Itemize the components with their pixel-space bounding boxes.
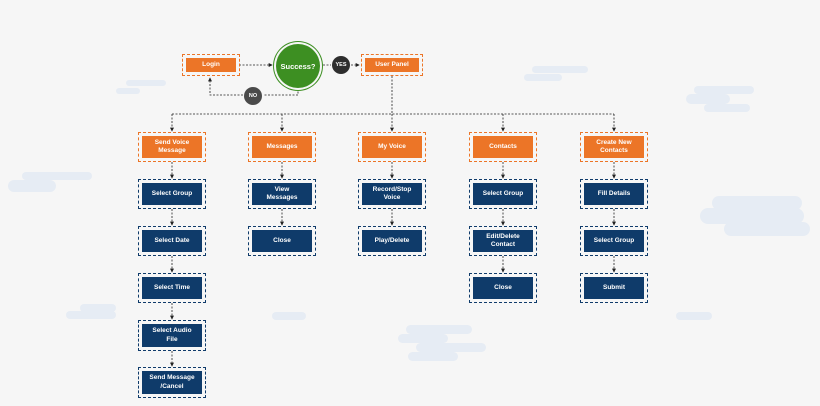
step-frame [358,179,426,209]
step-frame [138,179,206,209]
step-frame [469,226,537,256]
step-frame [580,226,648,256]
background-cloud [686,94,730,104]
step-frame [138,320,206,351]
step-frame [138,273,206,303]
step-frame [248,179,316,209]
background-cloud [406,325,472,334]
connector-no-login [208,77,243,96]
step-frame [580,179,648,209]
no-label: NO [244,87,262,105]
branch-messages: Messages [252,136,312,158]
branch-frame [580,132,648,162]
connector-success-no [263,88,299,96]
branch-contacts: Contacts [473,136,533,158]
background-cloud [676,312,712,320]
background-cloud [724,222,810,236]
background-cloud [416,343,486,352]
login-frame [182,54,240,76]
background-cloud [272,312,306,320]
step-select-group: Select Group [584,230,644,252]
step-submit: Submit [584,277,644,299]
background-cloud [694,86,754,94]
step-frame [358,226,426,256]
step-select-group: Select Group [142,183,202,205]
login-box: Login [186,58,236,72]
step-frame [580,273,648,303]
step-select-date: Select Date [142,230,202,252]
background-cloud [524,74,562,81]
branch-frame [248,132,316,162]
step-play-delete: Play/Delete [362,230,422,252]
background-cloud [66,311,116,319]
yes-label: YES [332,56,350,74]
branch-frame [138,132,206,162]
background-cloud [80,304,116,312]
branch-frame [358,132,426,162]
branch-send-voice-message: Send Voice Message [142,136,202,158]
background-cloud [398,334,448,343]
step-select-time: Select Time [142,277,202,299]
background-cloud [408,352,458,361]
step-frame [469,273,537,303]
step-frame [248,226,316,256]
step-edit-delete-contact: Edit/Delete Contact [473,230,533,252]
branch-my-voice: My Voice [362,136,422,158]
step-close: Close [473,277,533,299]
step-select-group: Select Group [473,183,533,205]
step-view-messages: View Messages [252,183,312,205]
step-send-message-cancel: Send Message /Cancel [142,371,202,394]
background-cloud [712,196,802,210]
branch-frame [469,132,537,162]
success-decision: Success? [276,44,320,88]
user-panel-box: User Panel [365,58,419,72]
user-panel-frame [361,54,423,76]
step-frame [138,367,206,398]
background-cloud [126,80,166,86]
step-close: Close [252,230,312,252]
background-cloud [22,172,92,180]
step-fill-details: Fill Details [584,183,644,205]
background-cloud [8,180,56,192]
step-select-audio-file: Select Audio File [142,324,202,347]
branch-create-new-contacts: Create New Contacts [584,136,644,158]
background-cloud [532,66,588,73]
background-cloud [704,104,750,112]
step-frame [138,226,206,256]
step-frame [469,179,537,209]
background-cloud [700,208,804,224]
step-record-stop-voice: Record/Stop Voice [362,183,422,205]
background-cloud [116,88,140,94]
